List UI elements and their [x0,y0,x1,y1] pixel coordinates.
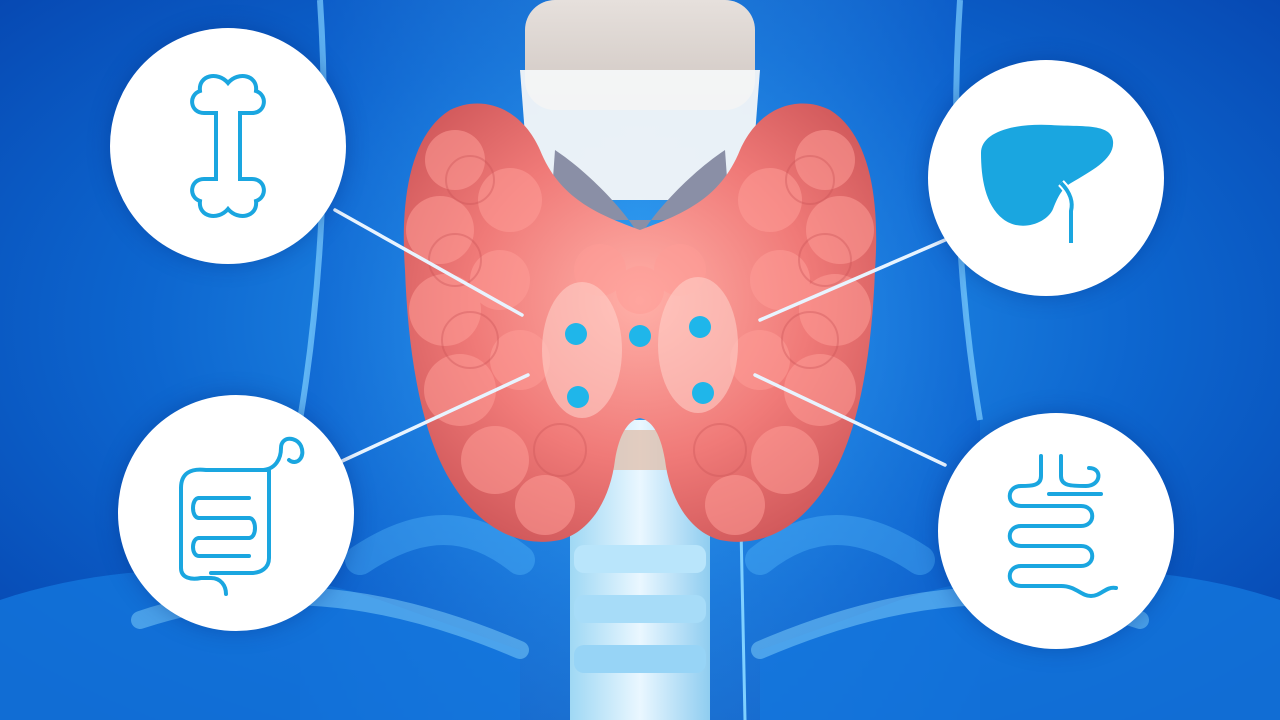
colon-connector [338,373,530,464]
parathyroid-left-lobe [542,282,622,418]
liver-icon [981,124,1114,243]
parathyroid-dot [565,323,587,345]
small-intestine-icon [1007,454,1118,599]
bone-icon [190,74,266,218]
parathyroid-dot [689,316,711,338]
connector-lines [333,208,947,467]
colon-icon [179,436,305,596]
intestine-connector [753,373,947,467]
parathyroid-dot [692,382,714,404]
parathyroid-dot [567,386,589,408]
liver-connector [758,238,947,322]
parathyroid-dots [565,316,714,408]
bone-circle [110,28,346,264]
colon-circle [118,395,354,631]
parathyroid-right-lobe [658,277,738,413]
thyroid-gland [403,103,877,542]
liver-circle [928,60,1164,296]
small-intestine-circle [938,413,1174,649]
bone-connector [333,208,524,317]
parathyroid-dot [629,325,651,347]
